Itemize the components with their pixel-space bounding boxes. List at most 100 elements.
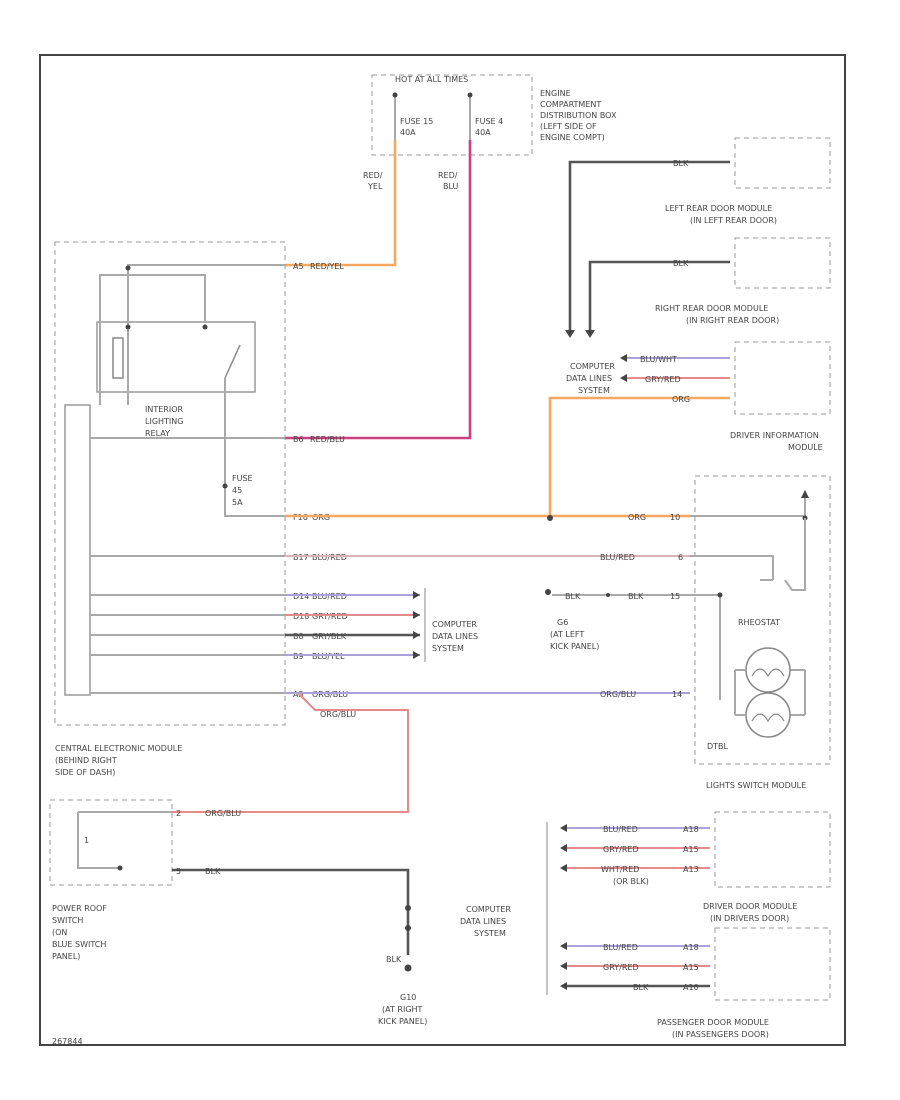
dd-wire-1-label: BLU/RED: [603, 825, 638, 834]
dimmer-label: DTBL: [707, 742, 729, 751]
rear-door-arrows: [565, 330, 595, 338]
cem-internal-bus: [64, 404, 91, 696]
relay-coil: [112, 337, 124, 379]
wire-blk-g6-label: BLK: [565, 592, 581, 601]
interior-relay-label-3: RELAY: [145, 429, 170, 438]
computer-data-lines-top-1: COMPUTER: [570, 362, 615, 371]
ground-g10-label-3: KICK PANEL): [378, 1017, 427, 1026]
fuse4-rating: 40A: [475, 128, 491, 137]
power-roof-label-5: PANEL): [52, 952, 80, 961]
relay-contact: [224, 344, 241, 379]
ground-g10-dot: [404, 964, 412, 972]
fuse45-label-3: 5A: [232, 498, 243, 507]
rheostat-wiper: [760, 518, 806, 591]
relay-feed: [127, 264, 285, 325]
cem-data-internal: [90, 594, 285, 656]
cem-label-3: SIDE OF DASH): [55, 768, 115, 777]
dd-arrows: [560, 824, 567, 872]
computer-data-lines-mid-2: DATA LINES: [432, 632, 478, 641]
fuse4-label: FUSE 4: [475, 117, 503, 126]
ls-blk-junction: [717, 592, 723, 598]
wire-org-dim-label: ORG: [672, 395, 690, 404]
cem-pin-a5-color: RED/YEL: [310, 262, 344, 271]
wire-gry-red-label: GRY/RED: [645, 375, 681, 384]
ground-g6-label-3: KICK PANEL): [550, 642, 599, 651]
interior-relay-label-1: INTERIOR: [145, 405, 184, 414]
wire-blk-right-rear: [588, 260, 730, 332]
lamp-1: [745, 647, 791, 693]
right-rear-door-label-2: (IN RIGHT REAR DOOR): [686, 316, 779, 325]
power-roof-label-1: POWER ROOF: [52, 904, 107, 913]
ground-g6-dot: [545, 589, 551, 595]
cem-pin-d1: D14: [293, 592, 309, 601]
lamp-wiring: [734, 669, 806, 716]
right-rear-door-module-outline: [734, 237, 831, 289]
computer-data-lines-top-3: SYSTEM: [578, 386, 610, 395]
cem-pin-red-color: RED/BLU: [310, 435, 345, 444]
roof-internal: [77, 811, 172, 869]
pd-pin-2: A15: [683, 963, 699, 972]
passenger-door-label-2: (IN PASSENGERS DOOR): [672, 1030, 769, 1039]
roof-pin-2: 1: [84, 836, 89, 845]
cem-pin-blu-color: BLU/RED: [312, 553, 347, 562]
g10-splice-2: [405, 925, 411, 931]
rheostat-label: RHEOSTAT: [738, 618, 780, 627]
cem-label-2: (BEHIND RIGHT: [55, 756, 117, 765]
cem-pin-fuse-color: ORG: [312, 513, 330, 522]
ls-pin-org: 10: [670, 513, 680, 522]
cem-pin-c-color: BLU/YEL: [312, 652, 345, 661]
wire-org-ls-label: ORG: [628, 513, 646, 522]
pd-pin-3: A10: [683, 983, 699, 992]
cem-pin-c: B9: [293, 652, 304, 661]
cem-pin-fuse: F16: [293, 513, 308, 522]
cem-pin-red: B6: [293, 435, 304, 444]
data-wire-arrows: [413, 591, 420, 659]
left-rear-door-module-outline: [734, 137, 831, 189]
engine-box-line-5: ENGINE COMPT): [540, 133, 605, 142]
lamp-2: [745, 692, 791, 738]
passenger-door-label-1: PASSENGER DOOR MODULE: [657, 1018, 769, 1027]
relay-junction-2: [125, 324, 131, 330]
cem-label-1: CENTRAL ELECTRONIC MODULE: [55, 744, 182, 753]
central-electronic-module-outline: [54, 241, 286, 726]
roof-internal-junction: [117, 865, 123, 871]
fuse15-rating: 40A: [400, 128, 416, 137]
engine-box-line-1: ENGINE: [540, 89, 571, 98]
wire-org-blu-ls-label: ORG/BLU: [600, 690, 636, 699]
lights-switch-label: LIGHTS SWITCH MODULE: [706, 781, 806, 790]
fuse45-terminal: [222, 483, 228, 489]
power-roof-label-2: SWITCH: [52, 916, 83, 925]
dd-pin-3: A13: [683, 865, 699, 874]
dd-pin-2: A15: [683, 845, 699, 854]
cem-pin-d2-color: GRY/RED: [312, 612, 348, 621]
driver-door-label-2: (IN DRIVERS DOOR): [710, 914, 789, 923]
wire-blk-ls-label: BLK: [628, 592, 644, 601]
ground-g10-label-1: G10: [400, 993, 416, 1002]
pd-wire-3-label: BLK: [633, 983, 649, 992]
ls-pin-blu: 6: [678, 553, 683, 562]
computer-data-lines-top-2: DATA LINES: [566, 374, 612, 383]
engine-box-line-2: COMPARTMENT: [540, 100, 601, 109]
computer-data-lines-bottom-3: SYSTEM: [474, 929, 506, 938]
wire-org-blu-roof-pin-label: ORG/BLU: [205, 809, 241, 818]
cem-pin-a5: A5: [293, 262, 304, 271]
dd-pin-1: A18: [683, 825, 699, 834]
cem-pin-b: B8: [293, 632, 304, 641]
wire-org-dim: [548, 396, 730, 516]
ls-pin-orgblu: 14: [672, 690, 682, 699]
wire-blk-left-rear-label: BLK: [673, 159, 689, 168]
power-roof-label-4: BLUE SWITCH: [52, 940, 106, 949]
computer-data-lines-mid-1: COMPUTER: [432, 620, 477, 629]
ground-g6-label-1: G6: [557, 618, 568, 627]
cem-pin-blu: B17: [293, 553, 309, 562]
hot-at-all-times-label: HOT AT ALL TIMES: [395, 75, 468, 84]
roof-pin-1: 2: [176, 809, 181, 818]
wire-blk-roof-label: BLK: [205, 867, 221, 876]
fuse45-label-2: 45: [232, 486, 242, 495]
cem-pin-d1-color: BLU/RED: [312, 592, 347, 601]
engine-box-line-4: (LEFT SIDE OF: [540, 122, 597, 131]
fuse15-top-terminal: [392, 92, 398, 98]
wire-red-blu: [285, 140, 472, 440]
wire-blk-roof: [172, 868, 410, 955]
